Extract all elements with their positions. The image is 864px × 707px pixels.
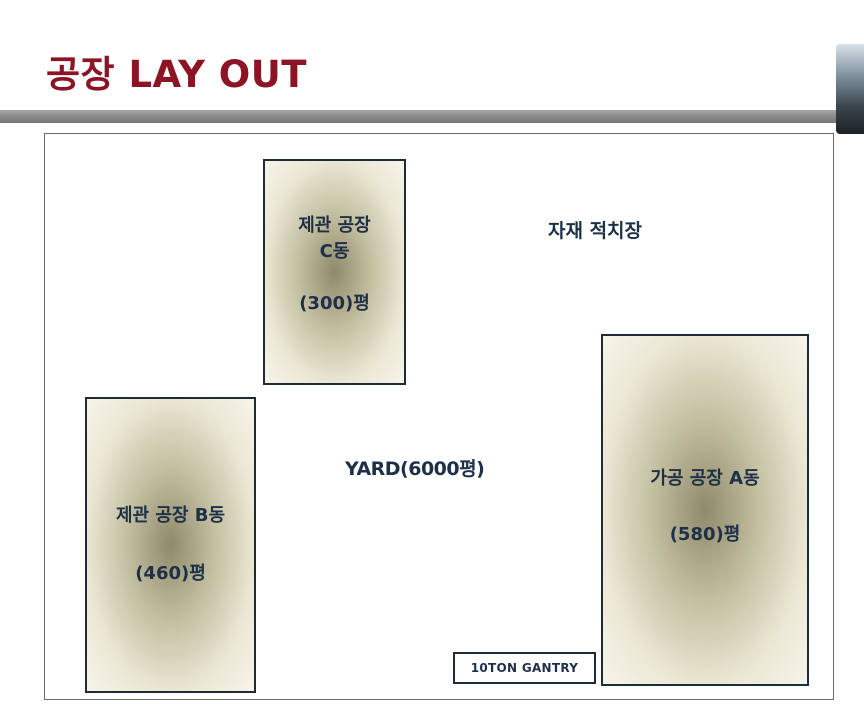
building-b-name: 제관 공장 B동 bbox=[115, 505, 226, 526]
building-a-name: 가공 공장 A동 bbox=[650, 468, 760, 489]
building-b-area: (460)평 bbox=[135, 563, 206, 584]
corner-decoration-image bbox=[836, 44, 864, 134]
building-c-fabrication-plant: 제관 공장 C동 (300)평 bbox=[263, 159, 406, 385]
building-b-fabrication-plant: 제관 공장 B동 (460)평 bbox=[85, 397, 256, 693]
yard-label: YARD(6000평) bbox=[345, 458, 485, 480]
building-c-wing: C동 bbox=[319, 241, 350, 262]
building-c-name: 제관 공장 bbox=[298, 215, 371, 236]
building-c-area: (300)평 bbox=[299, 293, 370, 314]
title-underline-bar bbox=[0, 110, 838, 123]
page-title: 공장 LAY OUT bbox=[46, 53, 308, 96]
factory-site-plan: 제관 공장 C동 (300)평 자재 적치장 제관 공장 B동 (460)평 Y… bbox=[44, 133, 834, 700]
gantry-crane-box: 10TON GANTRY bbox=[453, 652, 596, 684]
building-a-machining-plant: 가공 공장 A동 (580)평 bbox=[601, 334, 809, 686]
building-a-area: (580)평 bbox=[669, 524, 741, 545]
materials-storage-label: 자재 적치장 bbox=[548, 220, 643, 242]
